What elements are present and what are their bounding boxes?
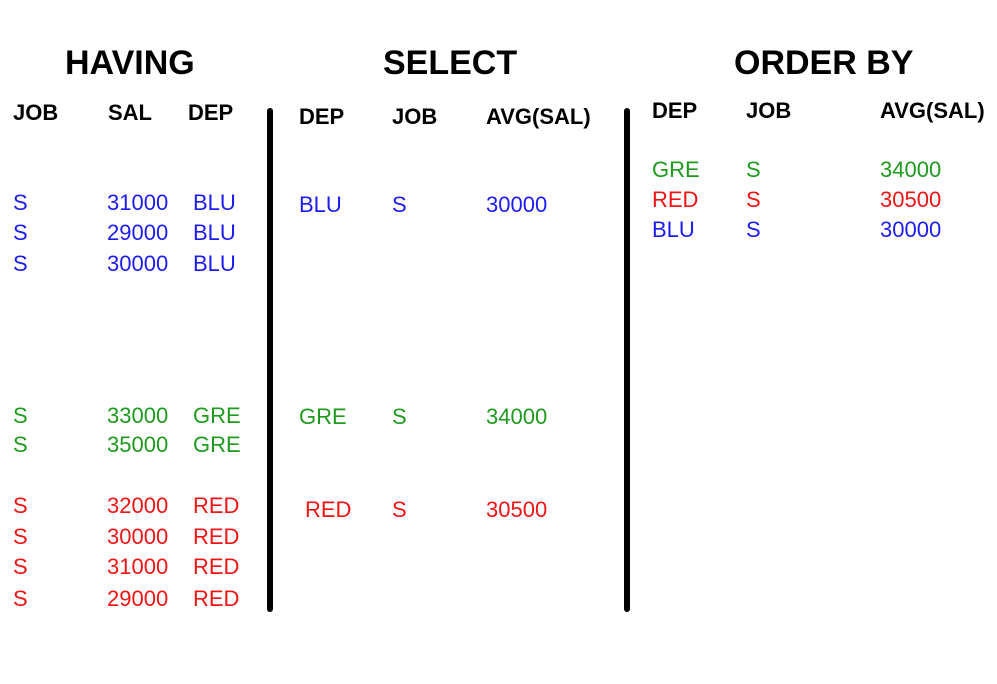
order-by-dep: GRE bbox=[652, 157, 700, 182]
having-job: S bbox=[13, 493, 28, 518]
having-dep: BLU bbox=[193, 251, 236, 276]
having-job: S bbox=[13, 432, 28, 457]
having-dep: GRE bbox=[193, 432, 241, 457]
order-by-avg: 30000 bbox=[880, 217, 942, 242]
select-header-dep: DEP bbox=[299, 104, 345, 129]
having-sal: 30000 bbox=[107, 251, 169, 276]
having-dep: RED bbox=[193, 586, 240, 611]
having-sal: 29000 bbox=[107, 220, 169, 245]
order-by-title: ORDER BY bbox=[734, 44, 914, 82]
order-by-dep: RED bbox=[652, 187, 699, 212]
having-job: S bbox=[13, 554, 28, 579]
having-job: S bbox=[13, 251, 28, 276]
having-dep: BLU bbox=[193, 190, 236, 215]
divider-select-orderby bbox=[624, 108, 630, 612]
having-sal: 32000 bbox=[107, 493, 169, 518]
select-avg: 30500 bbox=[486, 497, 548, 522]
having-title: HAVING bbox=[65, 44, 195, 82]
having-job: S bbox=[13, 586, 28, 611]
select-avg: 34000 bbox=[486, 404, 548, 429]
order-by-header-avg: AVG(SAL) bbox=[880, 98, 985, 123]
order-by-job: S bbox=[746, 157, 761, 182]
having-sal: 31000 bbox=[107, 554, 169, 579]
having-job: S bbox=[13, 190, 28, 215]
having-sal: 30000 bbox=[107, 524, 169, 549]
having-sal: 35000 bbox=[107, 432, 169, 457]
having-dep: RED bbox=[193, 524, 240, 549]
order-by-avg: 30500 bbox=[880, 187, 942, 212]
order-by-header-job: JOB bbox=[746, 98, 792, 123]
having-job: S bbox=[13, 403, 28, 428]
having-sal: 31000 bbox=[107, 190, 169, 215]
having-job: S bbox=[13, 524, 28, 549]
select-dep: GRE bbox=[299, 404, 347, 429]
having-job: S bbox=[13, 220, 28, 245]
select-dep: RED bbox=[305, 497, 352, 522]
having-header-sal: SAL bbox=[108, 100, 152, 125]
having-sal: 29000 bbox=[107, 586, 169, 611]
select-avg: 30000 bbox=[486, 192, 548, 217]
select-header-avg: AVG(SAL) bbox=[486, 104, 591, 129]
order-by-dep: BLU bbox=[652, 217, 695, 242]
having-header-dep: DEP bbox=[188, 100, 234, 125]
having-dep: RED bbox=[193, 493, 240, 518]
divider-having-select bbox=[267, 108, 273, 612]
having-dep: BLU bbox=[193, 220, 236, 245]
order-by-avg: 34000 bbox=[880, 157, 942, 182]
select-header-job: JOB bbox=[392, 104, 438, 129]
select-title: SELECT bbox=[383, 44, 518, 82]
order-by-job: S bbox=[746, 217, 761, 242]
select-job: S bbox=[392, 497, 407, 522]
order-by-header-dep: DEP bbox=[652, 98, 698, 123]
select-dep: BLU bbox=[299, 192, 342, 217]
select-job: S bbox=[392, 404, 407, 429]
having-dep: RED bbox=[193, 554, 240, 579]
having-header-job: JOB bbox=[13, 100, 59, 125]
having-sal: 33000 bbox=[107, 403, 169, 428]
select-job: S bbox=[392, 192, 407, 217]
having-dep: GRE bbox=[193, 403, 241, 428]
order-by-job: S bbox=[746, 187, 761, 212]
